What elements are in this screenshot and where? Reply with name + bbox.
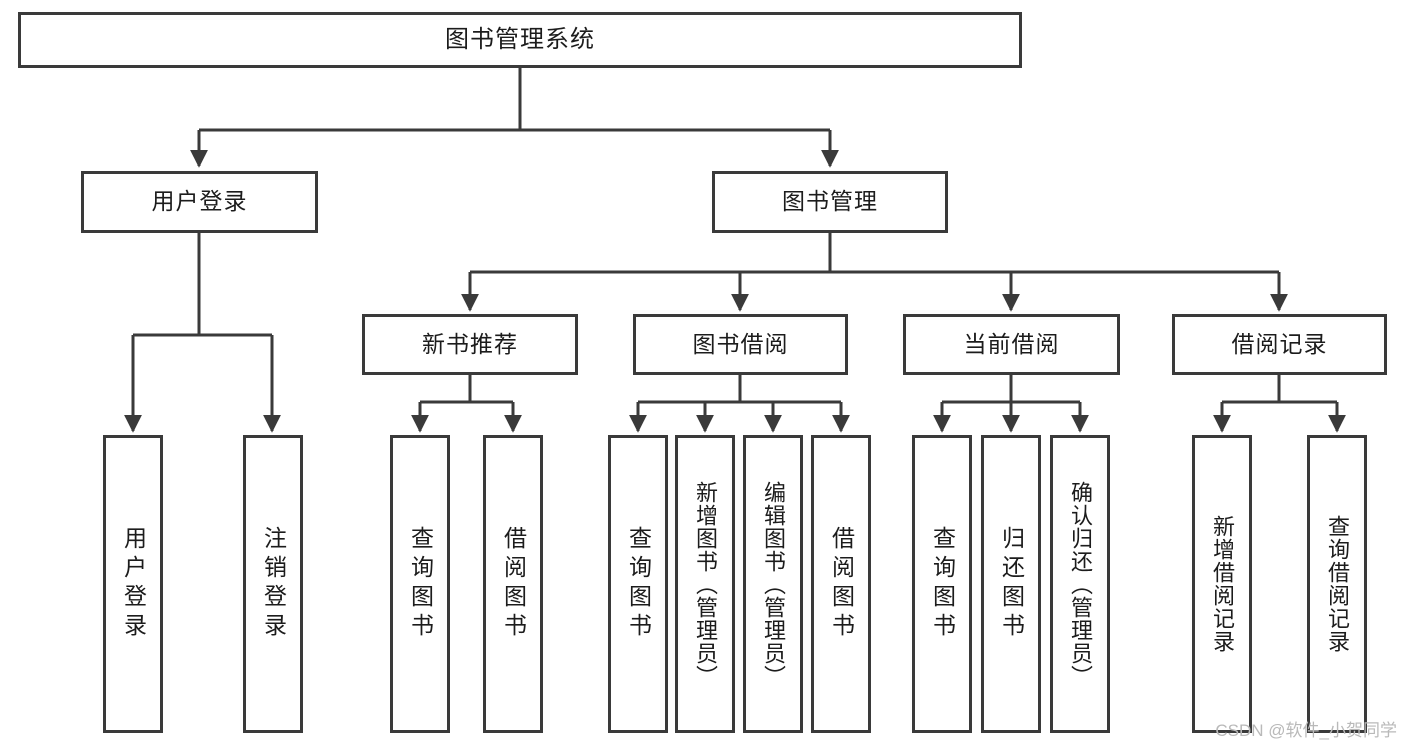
leaf-current-borrow-return[interactable]: 归还图书 [981,435,1041,733]
node-label: 归还图书 [998,526,1025,642]
node-label: 借阅图书 [500,526,527,642]
node-label: 图书管理系统 [445,25,595,53]
node-new-book-recommend[interactable]: 新书推荐 [362,314,578,375]
node-label: 新增图书（管理员） [693,480,718,688]
edge-borrowrecord-to-leaves [1213,375,1346,433]
watermark-label: CSDN @软件_小贺同学 [1215,721,1397,740]
node-book-management[interactable]: 图书管理 [712,171,948,233]
node-root-system[interactable]: 图书管理系统 [18,12,1022,68]
leaf-book-borrow-edit-admin[interactable]: 编辑图书（管理员） [743,435,803,733]
node-label: 图书管理 [782,188,878,215]
node-label: 图书借阅 [692,330,789,357]
node-label: 新增借阅记录 [1210,515,1235,653]
edge-newbook-to-leaves [411,375,522,433]
node-label: 查询借阅记录 [1325,515,1350,653]
edge-root-to-level2 [190,68,839,168]
leaf-book-borrow-add-admin[interactable]: 新增图书（管理员） [675,435,735,733]
leaf-current-borrow-query[interactable]: 查询图书 [912,435,972,733]
leaf-book-borrow-query[interactable]: 查询图书 [608,435,668,733]
leaf-user-login-logout[interactable]: 注销登录 [243,435,303,733]
node-label: 借阅图书 [828,526,855,642]
node-label: 查询图书 [407,526,434,642]
node-book-borrow[interactable]: 图书借阅 [633,314,848,375]
leaf-borrow-record-add[interactable]: 新增借阅记录 [1192,435,1252,733]
node-label: 确认归还（管理员） [1068,480,1093,688]
node-label: 用户登录 [151,188,248,215]
node-label: 新书推荐 [422,330,518,357]
leaf-new-book-borrow[interactable]: 借阅图书 [483,435,543,733]
node-current-borrow[interactable]: 当前借阅 [903,314,1120,375]
node-label: 查询图书 [625,526,652,642]
node-user-login[interactable]: 用户登录 [81,171,318,233]
leaf-user-login-login[interactable]: 用户登录 [103,435,163,733]
node-label: 用户登录 [120,526,147,642]
edge-currentborrow-to-leaves [933,375,1089,433]
leaf-current-borrow-confirm-admin[interactable]: 确认归还（管理员） [1050,435,1110,733]
edge-bookmgmt-to-level3 [461,233,1288,312]
edge-userlogin-to-leaves [124,233,281,433]
edge-bookborrow-to-leaves [629,375,850,433]
leaf-book-borrow-borrow[interactable]: 借阅图书 [811,435,871,733]
node-label: 借阅记录 [1231,330,1328,357]
node-label: 编辑图书（管理员） [761,480,786,688]
node-label: 查询图书 [929,526,956,642]
node-borrow-record[interactable]: 借阅记录 [1172,314,1387,375]
leaf-borrow-record-query[interactable]: 查询借阅记录 [1307,435,1367,733]
leaf-new-book-query[interactable]: 查询图书 [390,435,450,733]
node-label: 当前借阅 [963,330,1060,357]
node-label: 注销登录 [260,526,287,642]
